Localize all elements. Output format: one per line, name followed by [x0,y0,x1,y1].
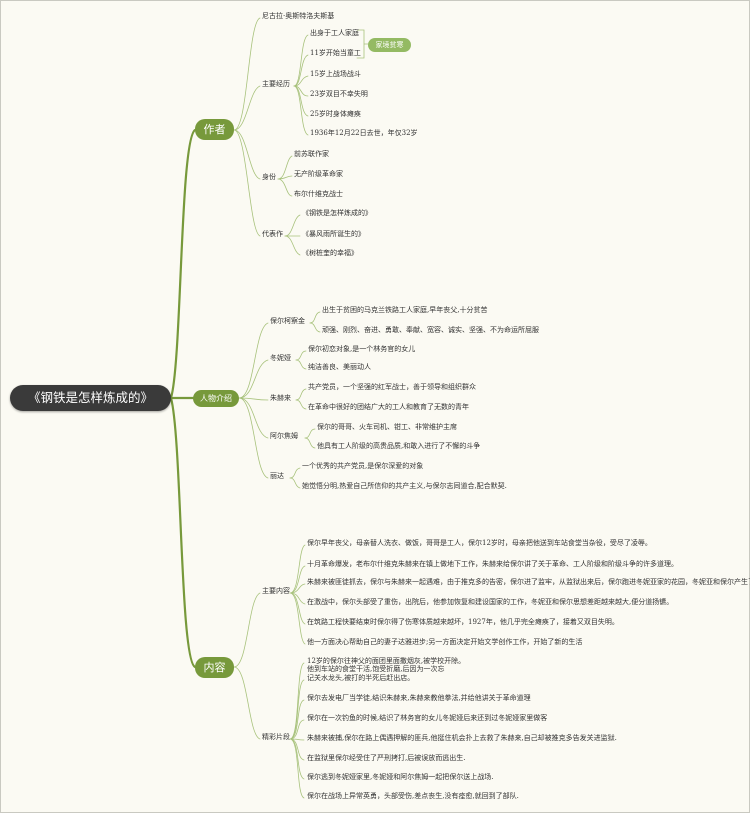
link-id-3 [277,178,293,197]
works-item[interactable]: 《树桩奎的幸福》 [302,249,358,257]
experience-item[interactable]: 11岁开始当童工 [310,49,361,57]
link-tonya-2 [295,359,307,370]
link-chars-zhukhrai [238,397,269,401]
link-works-1 [284,214,301,237]
link-hl-4 [289,719,305,740]
link-id-1 [277,155,293,180]
character-tonya[interactable]: 冬妮娅 [270,354,291,362]
experience-item[interactable]: 1936年12月22日去世，年仅32岁 [310,129,418,137]
experience-item[interactable]: 25岁时身体瘫痪 [310,110,361,118]
link-exp-3 [293,75,309,87]
character-detail[interactable]: 出生于贫困的马克兰铁路工人家庭,早年丧父,十分贫苦 [322,306,488,314]
author-name[interactable]: 尼古拉·奥斯特洛夫斯基 [262,12,335,20]
main-content-label[interactable]: 主要内容 [262,587,290,595]
character-detail[interactable]: 保尔的哥哥、火车司机、钳工、非常维护主席 [317,423,457,431]
character-detail[interactable]: 顽强、刚烈、奋进、勇敢、奉献、宽容、诚实、坚强、不为命运所屈服 [322,326,539,334]
character-detail[interactable]: 他具有工人阶级的高贵品质,和敢入进行了不懈的斗争 [317,442,481,450]
highlight-item[interactable]: 保尔在一次钓鱼的时候,结识了林务官的女儿冬妮娅后来还到过冬妮娅家里做客 [307,714,548,722]
highlight-item[interactable]: 保尔在战场上异常英勇，头部受伤,差点丧生,没有痊愈,就回到了部队. [307,792,519,800]
link-main-6 [289,592,306,645]
link-tonya-1 [295,350,307,361]
link-rita-1 [289,467,301,479]
link-root-author [169,128,197,400]
identity-item[interactable]: 无产阶级革命家 [294,170,343,178]
link-root-content [169,396,197,669]
character-detail[interactable]: 保尔初恋对象,是一个林务官的女儿 [308,345,416,353]
character-detail[interactable]: 共产党员，一个坚强的红军战士，善于领导和组织群众 [308,383,476,391]
highlights-label[interactable]: 精彩片段 [262,733,290,741]
link-zhukhrai-1 [295,388,307,401]
identity-label[interactable]: 身份 [262,173,276,181]
works-label[interactable]: 代表作 [262,230,283,238]
highlight-item[interactable]: 12岁的保尔往神父的面团里面撒烟灰,被学校开除。 [307,657,466,665]
character-detail[interactable]: 纯洁善良、美丽动人 [308,363,371,371]
link-pavel-2 [309,322,321,333]
link-chars-tonya [238,359,269,399]
works-item[interactable]: 《暴风雨所诞生的》 [302,230,365,238]
link-id-2 [277,175,293,180]
character-detail[interactable]: 在革命中很好的团结广大的工人和教育了无数的青年 [308,403,469,411]
character-detail[interactable]: 她觉悟分明,热爱自己所信仰的共产主义,与保尔志同道合,配合默契. [302,482,507,490]
link-hl-8 [289,738,305,799]
main-content-item[interactable]: 保尔早年丧父，母亲替人洗衣、做饭，哥哥是工人，保尔12岁时，母亲把他送到车站食堂… [307,539,652,547]
main-content-item[interactable]: 在激战中，保尔头部受了重伤，出院后，他参加恢复和建设国家的工作，冬妮亚和保尔思想… [307,598,674,606]
character-rita[interactable]: 丽达 [270,472,284,480]
character-zhukhrai[interactable]: 朱赫来 [270,394,291,402]
identity-item[interactable]: 前苏联作家 [294,150,329,158]
highlight-item[interactable]: 保尔逃到冬妮娅家里,冬妮娅和阿尔焦姆一起把保尔送上战场. [307,773,494,781]
link-hl-3 [289,699,305,740]
main-content-item[interactable]: 十月革命爆发，老布尔什维克朱赫来在镇上做地下工作，朱赫来给保尔讲了关于革命、工人… [307,560,678,568]
character-detail[interactable]: 一个优秀的共产党员,是保尔深爱的对象 [302,462,424,470]
link-chars-rita [238,397,269,479]
works-item[interactable]: 《钢铁是怎样炼成的》 [302,209,372,217]
highlight-item[interactable]: 保尔去发电厂当学徒,结识朱赫来,朱赫来教他拳法,并给他讲关于革命道理 [307,694,531,702]
experience-item[interactable]: 15岁上战场战斗 [310,70,361,78]
tag-bracket [356,29,369,59]
link-rita-2 [289,477,301,489]
link-author-works [233,129,261,237]
link-exp-1 [293,34,309,87]
link-author-name [233,17,261,131]
link-zhukhrai-2 [295,399,307,410]
main-content-item[interactable]: 他一方面决心帮助自己的妻子达雅进步;另一方面决定开始文学创作工作，开始了新的生活 [307,638,583,646]
link-exp-6 [293,85,309,136]
highlight-item[interactable]: 朱赫来被捕,保尔在路上偶遇押解的匪兵,他挺住机会扑上去救了朱赫来,自己却被推克多… [307,734,617,742]
experience-item[interactable]: 出身于工人家庭 [310,29,359,37]
branch-content[interactable]: 内容 [195,657,234,678]
link-artyom-1 [304,428,316,439]
link-artyom-2 [304,437,316,449]
experience-label[interactable]: 主要经历 [262,80,290,88]
link-main-2 [289,565,306,594]
character-pavel[interactable]: 保尔柯察金 [270,317,305,325]
branch-characters[interactable]: 人物介绍 [193,390,239,407]
link-content-main [233,592,261,668]
link-content-highlights [233,666,261,740]
main-content-item[interactable]: 朱赫来被匪徒抓去，保尔与朱赫来一起遇难，由于推克多的告密，保尔进了监牢，从监狱出… [307,578,750,586]
experience-item[interactable]: 23岁双目不幸失明 [310,90,368,98]
link-pavel-1 [309,311,321,324]
link-chars-pavel [238,322,269,399]
character-artyom[interactable]: 阿尔焦姆 [270,432,298,440]
link-hl-2 [289,679,305,740]
link-exp-2 [293,54,309,87]
root-node[interactable]: 《钢铁是怎样炼成的》 [10,385,171,411]
main-content-item[interactable]: 在筑路工程快要结束时保尔得了伤寒体质越来越坏，1927年，他几乎完全瘫痪了，接着… [307,618,619,626]
highlight-item[interactable]: 他到车站的食堂干活,饱受折磨,后因为一次忘记关水龙头,被打的半死后赶出店。 [307,665,445,682]
link-works-3 [284,235,301,256]
link-main-1 [289,544,306,594]
link-author-experience [233,85,261,131]
branch-author[interactable]: 作者 [195,119,234,140]
highlight-item[interactable]: 在监狱里保尔经受住了严刑拷打,后被误放而逃出生. [307,754,466,762]
identity-item[interactable]: 布尔什维克战士 [294,190,343,198]
link-author-identity [233,129,261,180]
experience-summary-tag[interactable]: 家境贫寒 [368,38,411,52]
link-chars-artyom [238,397,269,439]
